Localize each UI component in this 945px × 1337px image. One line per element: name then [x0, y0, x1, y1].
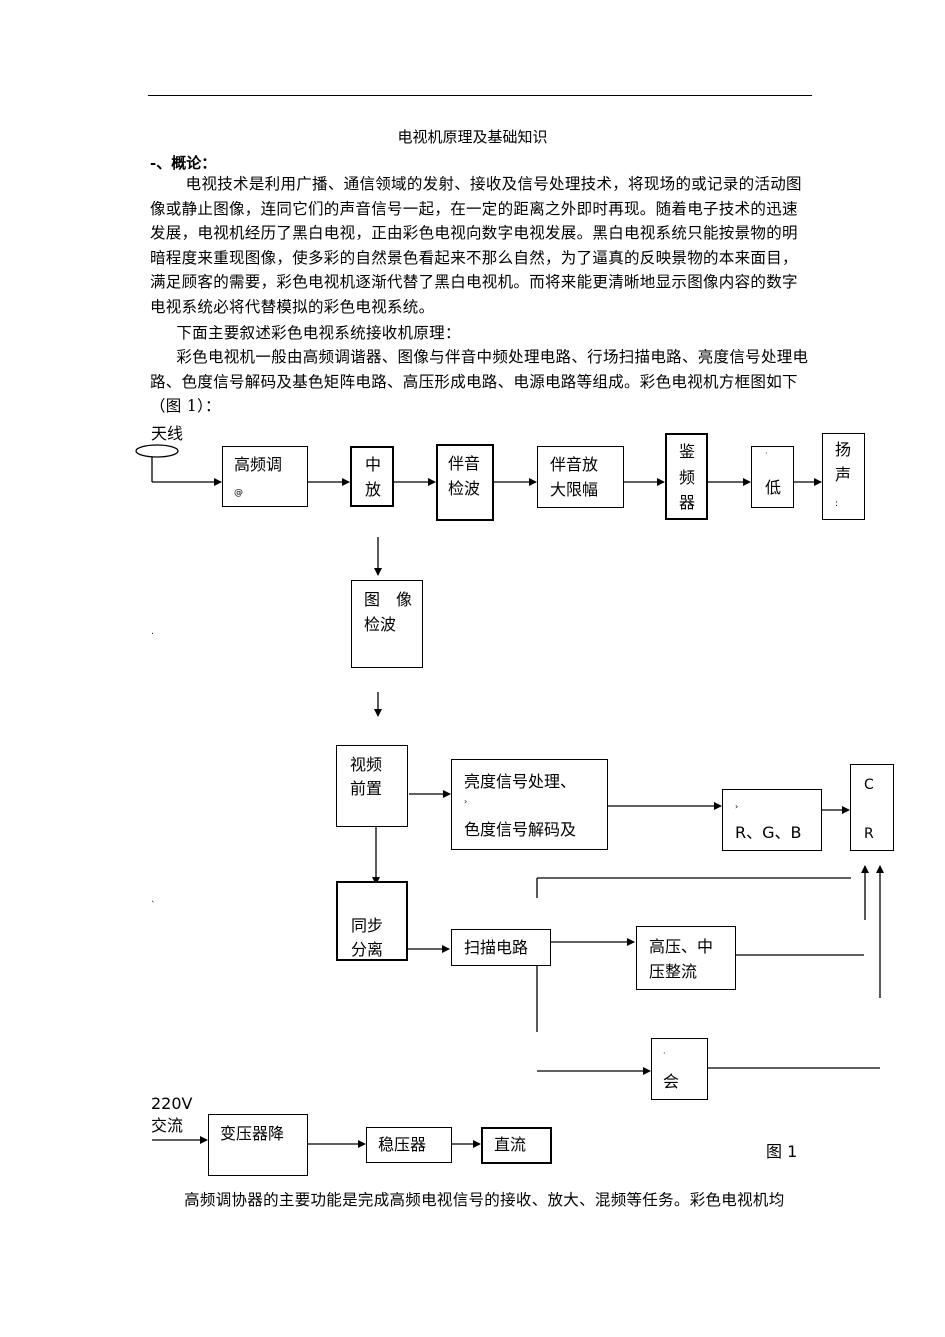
regulator-block: 稳压器 — [366, 1127, 452, 1163]
low-freq-amp-block: · 低 — [751, 446, 794, 508]
speaker-block: 扬 声 : — [822, 433, 865, 520]
sound-detector-label-1: 伴音 — [448, 454, 481, 473]
discriminator-label-2: 频 — [679, 468, 696, 487]
high-voltage-block: 高压、中 压整流 — [636, 926, 736, 990]
discriminator-label-3: 器 — [679, 493, 696, 512]
intro-paragraph: 电视技术是利用广播、通信领域的发射、接收及信号处理技术，将现场的或记录的活动图像… — [150, 175, 802, 316]
stray-mark: ` — [151, 901, 156, 911]
tuner-paragraph: 高频调协器的主要功能是完成高频电视信号的接收、放大、混频等任务。彩色电视机均 — [184, 1191, 785, 1209]
speaker-label-1: 扬 — [835, 440, 852, 459]
sync-separator-label-1: 同步 — [351, 916, 384, 935]
convergence-label: 会 — [663, 1072, 680, 1091]
dc-output-block: 直流 — [481, 1127, 552, 1164]
rgb-label: R、G、B — [735, 823, 802, 842]
sound-detector-block: 伴音 检波 — [436, 444, 494, 521]
sound-amp-block: 伴音放 大限幅 — [537, 446, 624, 508]
discriminator-block: 鉴 频 器 — [665, 433, 708, 520]
figure-caption: 图 1 — [766, 1142, 798, 1161]
crt-label-2: R — [864, 826, 874, 842]
lead-in-paragraph: 下面主要叙述彩色电视系统接收机原理： — [176, 324, 461, 342]
antenna-icon — [135, 444, 179, 458]
crt-block: C R — [850, 764, 894, 851]
high-voltage-label-1: 高压、中 — [649, 937, 714, 956]
rgb-matrix-block: › R、G、B — [722, 789, 822, 851]
high-voltage-label-2: 压整流 — [649, 962, 698, 981]
speaker-label-2: 声 — [835, 465, 852, 484]
antenna-label: 天线 — [151, 424, 184, 443]
rgb-mark: › — [735, 802, 739, 811]
composition-paragraph: 彩色电视机一般由高频调谐器、图像与伴音中频处理电路、行场扫描电路、亮度信号处理电… — [150, 348, 809, 415]
crt-label-1: C — [864, 777, 874, 793]
low-freq-dot: · — [765, 449, 768, 458]
low-freq-label: 低 — [765, 478, 782, 497]
convergence-dot: · — [663, 1049, 666, 1058]
transformer-block: 变压器降 — [208, 1114, 308, 1176]
scan-circuit-label: 扫描电路 — [464, 938, 529, 957]
luma-chroma-label-2: 色度信号解码及 — [464, 820, 577, 839]
luma-chroma-label-1: 亮度信号处理、 — [464, 772, 577, 791]
luma-chroma-mark: › — [464, 797, 468, 806]
if-amp-label-1: 中 — [365, 455, 382, 474]
tuner-block: 高频调 @ — [222, 446, 308, 507]
luma-chroma-block: 亮度信号处理、 › 色度信号解码及 — [451, 759, 608, 850]
video-preamp-block: 视频 前置 — [336, 745, 408, 827]
transformer-label: 变压器降 — [220, 1124, 285, 1143]
video-detector-label-2: 检波 — [364, 615, 397, 634]
ac-label: 交流 — [151, 1116, 184, 1135]
if-amp-label-2: 放 — [365, 480, 382, 499]
tuner-mark: @ — [234, 488, 243, 498]
discriminator-label-1: 鉴 — [679, 442, 696, 461]
video-detector-label-1: 图 像 — [364, 590, 413, 609]
sound-detector-label-2: 检波 — [448, 479, 481, 498]
document-title: 电视机原理及基础知识 — [397, 128, 548, 146]
convergence-block: · 会 — [651, 1038, 708, 1100]
tuner-label: 高频调 — [234, 455, 283, 474]
video-detector-block: 图 像 检波 — [351, 580, 423, 668]
stray-mark: . — [151, 627, 154, 637]
video-preamp-label-1: 视频 — [350, 755, 383, 774]
ac-voltage-label: 220V — [151, 1094, 193, 1113]
section-heading: -、概论： — [150, 154, 217, 172]
dc-output-label: 直流 — [494, 1135, 527, 1154]
sync-separator-label-2: 分离 — [351, 940, 384, 959]
regulator-label: 稳压器 — [378, 1135, 427, 1154]
scan-circuit-block: 扫描电路 — [451, 929, 551, 966]
video-preamp-label-2: 前置 — [350, 779, 383, 798]
header-rule — [148, 95, 812, 96]
sound-amp-label-1: 伴音放 — [550, 455, 599, 474]
sound-amp-label-2: 大限幅 — [550, 480, 599, 499]
sync-separator-block: 同步 分离 — [336, 881, 408, 961]
speaker-mark: : — [835, 499, 839, 509]
if-amp-block: 中 放 — [350, 446, 394, 507]
